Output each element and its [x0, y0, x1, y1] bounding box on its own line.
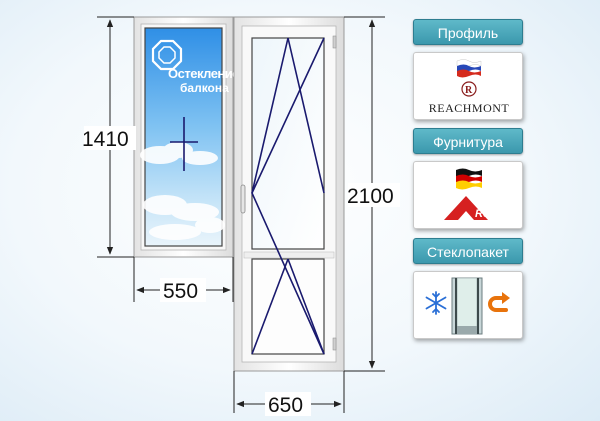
panel-title-glass-unit: Стеклопакет: [413, 238, 523, 264]
logo-line1: Остекление: [168, 66, 239, 81]
left-window: Остекление балкона: [133, 16, 240, 258]
brand-roto: Roto: [475, 208, 500, 220]
panel-title-hardware: Фурнитура: [413, 128, 523, 154]
russia-flag-icon: [456, 59, 482, 78]
hinge-icon: [332, 35, 337, 49]
balcony-door: [233, 16, 345, 372]
right-width-label: 650: [268, 394, 303, 417]
svg-text:R: R: [465, 85, 473, 96]
left-width-label: 550: [163, 280, 198, 303]
fixed-pane-cross-icon: [170, 117, 198, 171]
door-handle-icon: [240, 184, 246, 214]
snowflake-icon: [425, 291, 447, 315]
hinge-icon: [332, 337, 337, 351]
clouds: [140, 142, 225, 240]
reachmont-emblem-icon: R: [461, 81, 477, 97]
heat-return-icon: [488, 292, 510, 312]
tilt-turn-lines: [251, 37, 325, 355]
brand-reachmont: REACHMONT: [429, 101, 510, 115]
logo-octagon-icon: [151, 39, 183, 71]
panel-title-profile: Профиль: [413, 19, 523, 45]
right-height-label: 2100: [347, 185, 394, 208]
left-height-label: 1410: [82, 128, 129, 151]
panel-card-profile: R REACHMONT: [413, 52, 523, 120]
roto-logo-icon: [444, 196, 488, 220]
panel-card-glass-unit: [413, 271, 523, 339]
germany-flag-icon: [456, 168, 482, 190]
logo-line2: балкона: [180, 81, 229, 95]
glass-unit-icon: [451, 277, 483, 335]
panel-card-hardware: Roto: [413, 161, 523, 229]
